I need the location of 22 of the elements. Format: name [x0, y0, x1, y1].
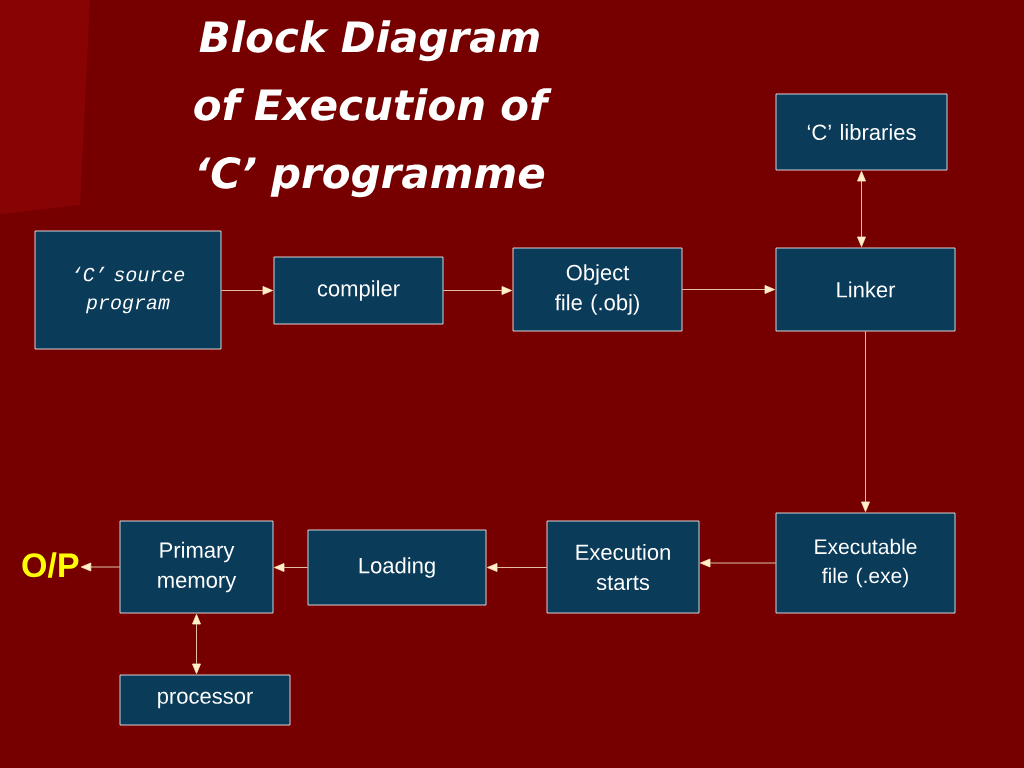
- output-label: O/P: [22, 552, 79, 578]
- process-box: Linker: [775, 247, 956, 332]
- process-box: Loading: [307, 529, 487, 606]
- title: Block Diagram of Execution of ‘C’ programme: [194, 20, 552, 198]
- process-box: ‘C’ libraries: [775, 93, 948, 171]
- arrow: [443, 286, 512, 295]
- arrow: [274, 563, 308, 572]
- arrow: [487, 563, 547, 572]
- arrow: [857, 171, 866, 247]
- process-box: Execution starts: [546, 520, 700, 614]
- arrow: [221, 286, 273, 295]
- arrow: [700, 558, 776, 568]
- process-box: compiler: [273, 256, 444, 325]
- arrow: [192, 614, 201, 674]
- process-box: ‘C’ source program: [34, 230, 222, 350]
- process-box: Object file (.obj): [512, 247, 683, 332]
- arrow: [682, 285, 775, 294]
- arrow: [80, 562, 120, 572]
- arrow: [861, 331, 870, 512]
- process-box: Executable file (.exe): [775, 512, 956, 614]
- process-box: Primary memory: [119, 520, 274, 614]
- process-box: processor: [119, 674, 291, 726]
